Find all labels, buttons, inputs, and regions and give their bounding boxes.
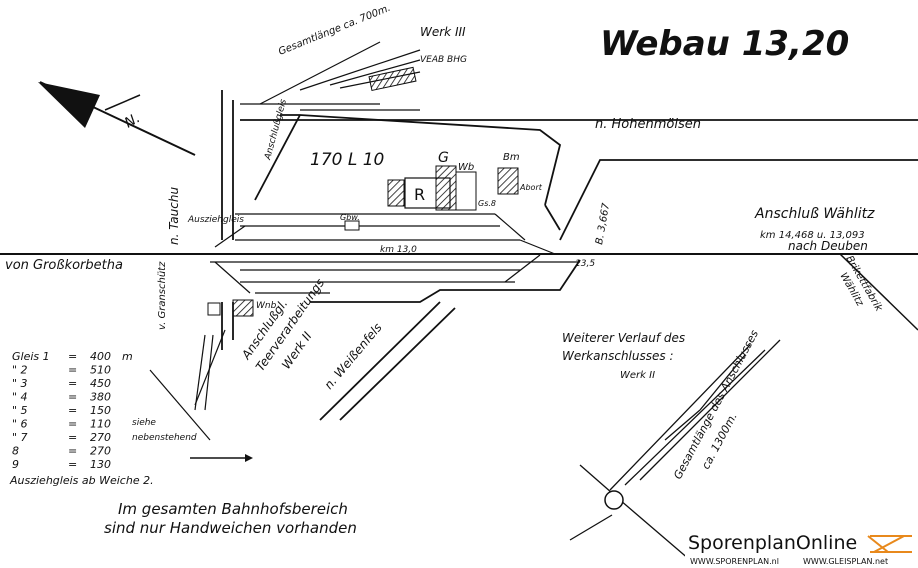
track-length-label: " 4: [12, 391, 28, 404]
small-box: [207, 302, 221, 316]
station-boundary: [221, 90, 918, 421]
north-label: N.: [122, 110, 143, 131]
track-length-table: Gleis 1 = 400 m " 2 = 510 " 3 = 450 " 4 = 380 " 5 = 150…: [12, 350, 133, 471]
auszieh-label: Ausziehgleis: [187, 215, 244, 225]
track-length-eq: =: [68, 404, 77, 417]
track-length-eq: =: [68, 377, 77, 390]
track-length-eq: =: [68, 431, 77, 444]
sporenplan-logo: SporenplanOnline WWW.SPORENPLAN.nl WWW.G…: [685, 528, 918, 568]
note-line2: sind nur Handweichen vorhanden: [104, 519, 357, 537]
logo-switch-icon: [867, 535, 912, 553]
place-hohenmoelsen: n. Hohenmölsen: [595, 117, 701, 132]
track-length-eq: =: [68, 458, 77, 471]
track-length-label: " 3: [12, 377, 28, 390]
track-length-value: 130: [90, 458, 111, 471]
track-length-label: Gleis 1: [12, 350, 50, 363]
gbw-building: [344, 220, 360, 231]
track-length-unit: m: [122, 350, 133, 363]
weiterer-line1: Weiterer Verlauf des: [562, 331, 685, 345]
track-length-value: 110: [90, 418, 111, 431]
track-length-label: " 2: [12, 364, 28, 377]
building-wb: [455, 171, 477, 211]
place-veb-bhg: VEAB BHG: [420, 55, 467, 65]
track-length-label: 9: [12, 458, 19, 471]
track-length-value: 270: [90, 431, 111, 444]
track-length-label: " 5: [12, 404, 28, 417]
note-line1: Im gesamten Bahnhofsbereich: [118, 500, 348, 518]
track-length-label: " 7: [12, 431, 28, 444]
building-g-label: G: [438, 150, 449, 166]
siehe-line2: nebenstehend: [132, 433, 197, 443]
track-length-eq: =: [68, 350, 77, 363]
turntable-icon: [604, 490, 624, 510]
weiterer-line2: Werkanschlusses :: [562, 349, 673, 363]
werk2-siding: [569, 339, 781, 561]
place-gesamt-top: Gesamtlänge ca. 700m.: [277, 3, 392, 58]
gsb-label: Gs.8: [478, 199, 496, 208]
place-werk3: Werk III: [420, 25, 466, 39]
track-length-value: 150: [90, 404, 111, 417]
track-length-value: 270: [90, 445, 111, 458]
place-anschlussgleis: Anschlußgleis: [263, 98, 289, 162]
building-g: [435, 165, 457, 211]
place-weissenfels: n. Weißenfels: [322, 320, 385, 391]
building-wb-label: Wb: [458, 162, 474, 173]
track-length-eq: =: [68, 445, 77, 458]
building-bm-label: Bm: [503, 152, 520, 163]
wnb-building: [232, 299, 254, 317]
logo-brand: SporenplanOnline: [688, 532, 857, 554]
building-r-hatch: [387, 179, 405, 207]
track-length-label: 8: [12, 445, 19, 458]
track-length-value: 380: [90, 391, 111, 404]
left-branch: [149, 329, 226, 441]
km-a-label: km 13,0: [380, 245, 417, 255]
weiterer-line3: Werk II: [620, 370, 655, 381]
logo-url2: WWW.GLEISPLAN.net: [803, 557, 888, 566]
veb-bhg-building: [368, 66, 417, 92]
wnb-label: Wnb: [256, 301, 277, 311]
track-length-value: 400: [90, 350, 111, 363]
place-granschuetz: v. Granschütz: [157, 261, 168, 330]
auszieh-note: Ausziehgleis ab Weiche 2.: [9, 474, 154, 487]
place-grosskorbetha: von Großkorbetha: [5, 258, 123, 273]
track-length-eq: =: [68, 364, 77, 377]
track-length-eq: =: [68, 391, 77, 404]
waehlitz-line: [839, 253, 918, 331]
building-bm: [497, 167, 519, 195]
km-b-label: 13,5: [575, 259, 595, 269]
gbw-label: Gbw.: [340, 213, 360, 222]
track-length-eq: =: [68, 418, 77, 431]
anschluss-waehlitz-dir: nach Deuben: [788, 239, 868, 253]
logo-url1: WWW.SPORENPLAN.nl: [690, 557, 779, 566]
station-code: 170 L 10: [310, 150, 384, 170]
station-tracks: [214, 213, 556, 294]
north-arrow-icon: [38, 81, 196, 156]
bgk-label: B. 3,667: [594, 202, 612, 246]
building-r-label: R: [414, 185, 425, 204]
siehe-line1: siehe: [132, 418, 156, 428]
place-tauchu: n. Tauchu: [167, 187, 181, 245]
track-length-value: 510: [90, 364, 111, 377]
main-line: [0, 253, 918, 263]
anschluss-waehlitz-title: Anschluß Wählitz: [754, 206, 875, 222]
siehe-arrow-head: [245, 454, 253, 462]
track-length-label: " 6: [12, 418, 28, 431]
building-abort-label: Abort: [519, 183, 543, 192]
plan-title: Webau 13,20: [600, 24, 849, 64]
anschluss-waehlitz-km: km 14,468 u. 13,093: [760, 230, 865, 241]
track-length-value: 450: [90, 377, 111, 390]
